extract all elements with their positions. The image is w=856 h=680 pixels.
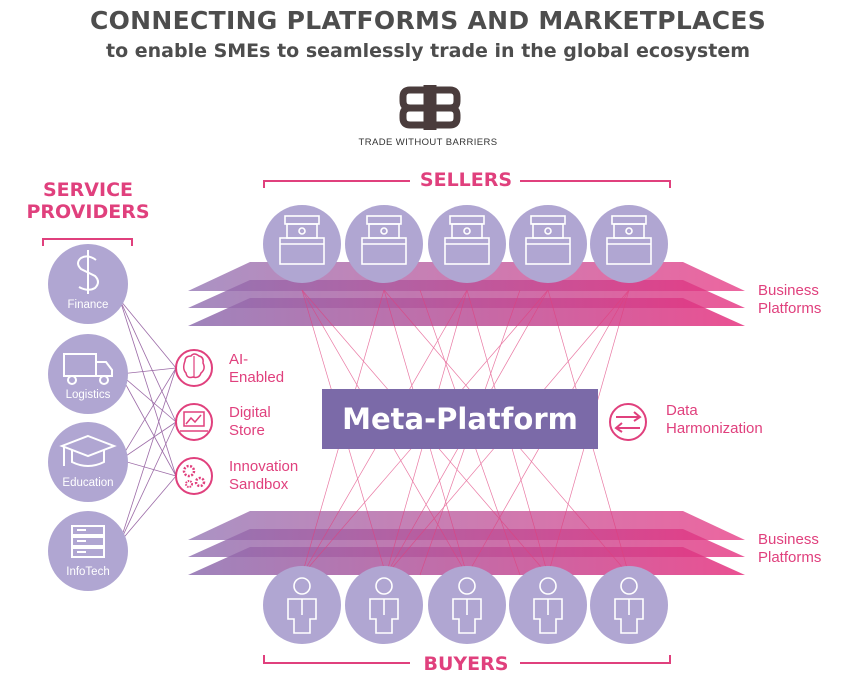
- buyer-person-icon: [452, 577, 482, 634]
- data-harmonization-label: Data Harmonization: [666, 402, 763, 437]
- capability-ai-enabled: AI- Enabled: [229, 351, 285, 386]
- dollar-icon: [77, 250, 99, 294]
- buyer-person-icon: [614, 577, 644, 634]
- business-platforms-bottom-label: Business Platforms: [758, 531, 822, 566]
- gears-icon: [175, 457, 213, 495]
- buyers-bracket: [263, 655, 671, 664]
- capability-digital-store: Digital Store: [229, 404, 271, 439]
- service-heading-line1: SERVICE: [43, 179, 133, 201]
- buyer-person-icon: [369, 577, 399, 634]
- sellers-bracket: [263, 180, 671, 188]
- business-platforms-top-label: Business Platforms: [758, 282, 822, 317]
- server-icon: [71, 525, 105, 558]
- sellers-label: SELLERS: [419, 169, 513, 191]
- bottom-platform-layers: [188, 511, 745, 575]
- arrows-exchange-icon: [609, 403, 647, 441]
- service-providers-heading: SERVICE PROVIDERS: [18, 179, 158, 223]
- buyer-person-icon: [287, 577, 317, 634]
- page-subtitle: to enable SMEs to seamlessly trade in th…: [105, 40, 750, 62]
- truck-icon: [63, 353, 113, 385]
- provider-label-infotech: InfoTech: [66, 566, 110, 578]
- provider-lines: [119, 299, 177, 543]
- buyers-label: BUYERS: [423, 653, 509, 675]
- provider-label-logistics: Logistics: [65, 389, 111, 401]
- seller-store-icon: [606, 215, 652, 265]
- graduation-cap-icon: [59, 434, 117, 467]
- seller-store-icon: [361, 215, 407, 265]
- seller-store-icon: [279, 215, 325, 265]
- provider-label-education: Education: [62, 477, 114, 489]
- logo-tagline: TRADE WITHOUT BARRIERS: [358, 137, 498, 148]
- service-bracket: [42, 238, 133, 246]
- brain-chip-icon: [175, 349, 213, 387]
- service-heading-line2: PROVIDERS: [26, 201, 150, 223]
- company-logo: [399, 85, 461, 130]
- meta-platform-box: Meta-Platform: [322, 389, 598, 449]
- buyer-person-icon: [533, 577, 563, 634]
- provider-label-finance: Finance: [67, 299, 109, 311]
- storefront-icon: [175, 403, 213, 441]
- capability-innovation-sandbox: Innovation Sandbox: [229, 458, 299, 493]
- page-title: CONNECTING PLATFORMS AND MARKETPLACES: [89, 6, 767, 35]
- seller-store-icon: [525, 215, 571, 265]
- seller-store-icon: [444, 215, 490, 265]
